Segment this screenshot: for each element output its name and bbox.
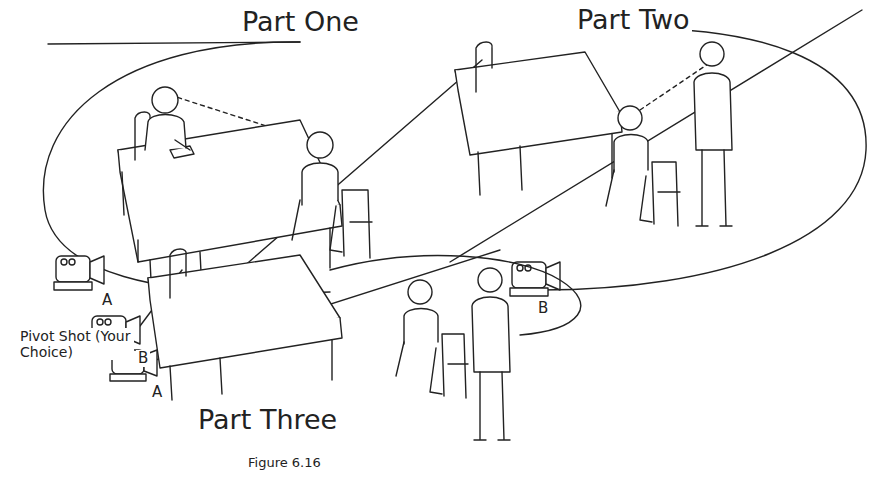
part-heading: Part Three — [196, 404, 339, 435]
figure-caption: Figure 6.16 — [246, 456, 323, 471]
part-two-illustration — [450, 10, 866, 296]
camera-letter: A — [100, 292, 114, 309]
pivot-shot-note: Pivot Shot (Your Choice) — [18, 328, 134, 360]
part-three-illustration — [110, 249, 581, 440]
part-heading: Part One — [240, 6, 361, 37]
camera-letter: A — [150, 384, 164, 401]
part-heading: Part Two — [575, 4, 692, 35]
camera-letter: B — [136, 350, 150, 367]
camera-letter: B — [536, 300, 550, 317]
